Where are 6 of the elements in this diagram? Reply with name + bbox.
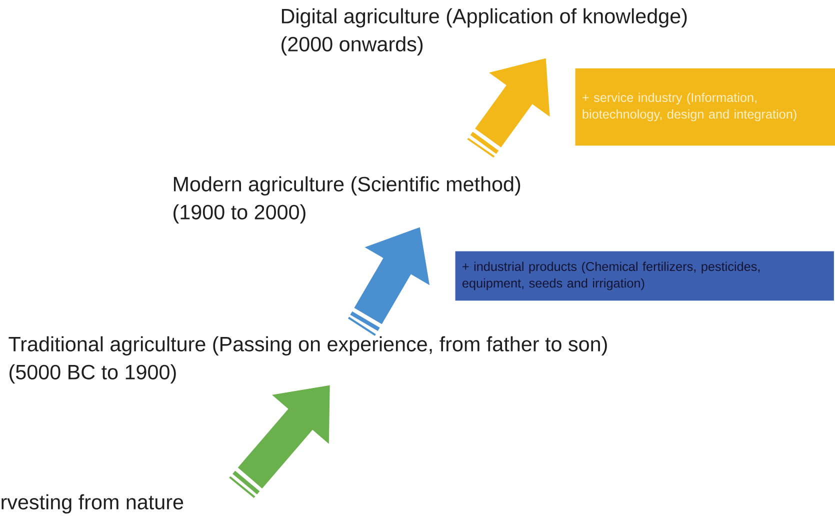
stage-label: Modern agriculture (Scientific method) (1900 to 2000) <box>174 176 520 224</box>
stage-label: Digital agriculture (Application of knowledge) (2000 onwards) <box>282 8 687 56</box>
info-box: + industrial products (Chemical fertilizers, pesticides, equipment, seeds and irrigation) <box>455 251 834 301</box>
stage-label: rvesting from nature <box>2 494 184 514</box>
stage-label: Traditional agriculture (Passing on experience, from father to son) (5000 BC to 1900) <box>8 336 607 384</box>
info-box: + service industry (Information, biotechnology, design and integration) <box>575 68 835 146</box>
